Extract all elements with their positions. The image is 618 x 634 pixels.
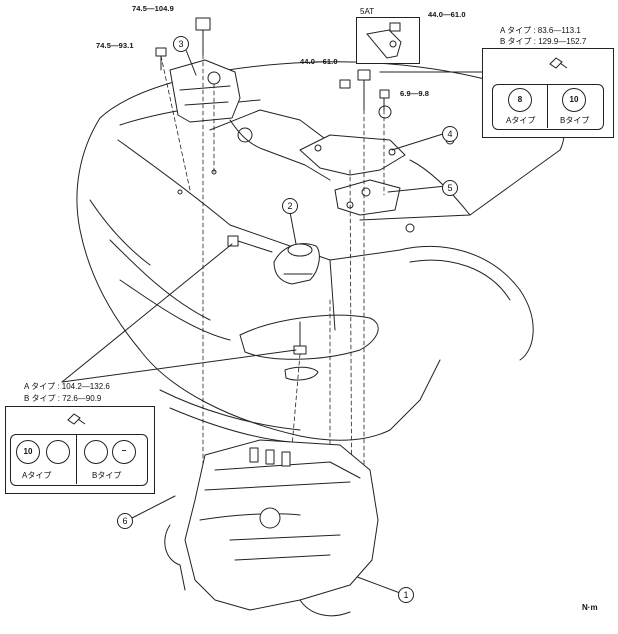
left-spec-line-a: A タイプ : 104.2—132.6 bbox=[24, 382, 110, 391]
callout-6: 6 bbox=[117, 513, 133, 529]
left-spec-divider bbox=[76, 434, 77, 484]
inset-5at-frame bbox=[356, 17, 420, 64]
unit-label: N·m bbox=[582, 603, 598, 612]
right-spec-line-b: B タイプ : 129.9—152.7 bbox=[500, 37, 587, 46]
right-spec-line-a: A タイプ : 83.6—113.1 bbox=[500, 26, 581, 35]
left-spec-a-head-icon: 10 bbox=[16, 440, 40, 464]
callout-5: 5 bbox=[442, 180, 458, 196]
left-spec-line-b: B タイプ : 72.6—90.9 bbox=[24, 394, 102, 403]
right-spec-b-head-icon: 10 bbox=[562, 88, 586, 112]
inset-5at-torque: 44.0—61.0 bbox=[428, 10, 466, 19]
inset-5at-title: 5AT bbox=[360, 7, 375, 16]
callout-1: 1 bbox=[398, 587, 414, 603]
right-spec-a-head-icon: 8 bbox=[508, 88, 532, 112]
torque-label-small-bolt: 6.9—9.8 bbox=[400, 89, 430, 98]
torque-label-top-bolt: 74.5—93.1 bbox=[96, 41, 134, 50]
left-spec-b-minus-icon: − bbox=[112, 440, 136, 464]
bolt-icon bbox=[549, 57, 568, 69]
callout-2: 2 bbox=[282, 198, 298, 214]
torque-label-center-bolts: 44.0—61.0 bbox=[300, 57, 338, 66]
inset-5at-part bbox=[366, 22, 402, 59]
right-spec-b-label: Bタイプ bbox=[560, 116, 590, 125]
callout-3: 3 bbox=[173, 36, 189, 52]
left-spec-a-flange-icon bbox=[46, 440, 70, 464]
bolt-icon bbox=[67, 413, 86, 425]
left-spec-b-head-icon bbox=[84, 440, 108, 464]
left-spec-a-label: Aタイプ bbox=[22, 471, 52, 480]
torque-label-top-nut: 74.5—104.9 bbox=[132, 4, 174, 13]
right-spec-divider bbox=[547, 84, 548, 128]
callout-4: 4 bbox=[442, 126, 458, 142]
left-spec-b-label: Bタイプ bbox=[92, 471, 122, 480]
right-spec-a-label: Aタイプ bbox=[506, 116, 536, 125]
